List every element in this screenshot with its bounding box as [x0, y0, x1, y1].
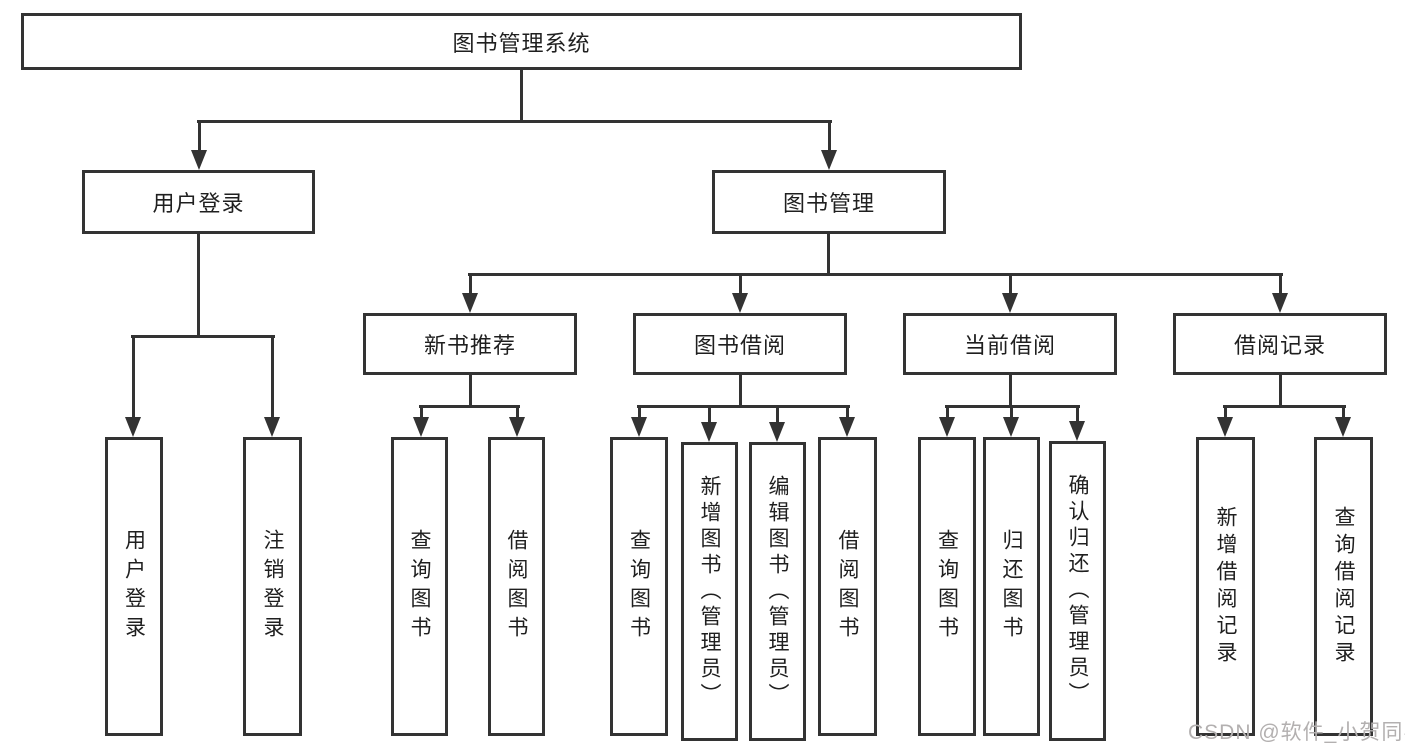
leaf-edit-book-admin: 编辑图书（管理员） — [749, 442, 806, 741]
leaf-query-book-current: 查询图书 — [918, 437, 976, 736]
leaf-add-book-admin: 新增图书（管理员） — [681, 442, 738, 741]
leaf-add-borrow-record-label: 新增借阅记录 — [1214, 505, 1237, 668]
arrow-to-book-borrow — [732, 273, 748, 313]
arrow-to-new-book-recommend — [462, 273, 478, 313]
node-current-borrow-label: 当前借阅 — [963, 333, 1056, 358]
connector-borrow-records-split — [1223, 405, 1346, 408]
connector-book-borrow-stub — [739, 373, 742, 408]
leaf-user-login-label: 用户登录 — [122, 528, 146, 645]
node-current-borrow: 当前借阅 — [903, 313, 1117, 375]
leaf-return-book-label: 归还图书 — [1000, 528, 1023, 645]
connector-current-borrow-split — [945, 405, 1080, 408]
leaf-user-login: 用户登录 — [105, 437, 163, 736]
leaf-query-borrow-record: 查询借阅记录 — [1314, 437, 1373, 736]
arrow-to-confirm-return-admin — [1069, 405, 1085, 441]
arrow-to-add-book-admin — [701, 405, 717, 442]
connector-root-stub — [520, 69, 523, 123]
connector-level3-split — [468, 273, 1283, 276]
arrow-to-return-book — [1003, 405, 1019, 437]
arrow-to-edit-book-admin — [769, 405, 785, 442]
arrow-to-borrow-records — [1272, 273, 1288, 313]
leaf-edit-book-admin-label: 编辑图书（管理员） — [766, 474, 789, 709]
node-borrow-records-label: 借阅记录 — [1233, 333, 1326, 358]
leaf-borrow-book-recommend: 借阅图书 — [488, 437, 545, 736]
leaf-return-book: 归还图书 — [983, 437, 1040, 736]
arrow-to-borrow-book-recommend — [509, 405, 525, 437]
watermark: CSDN @软件_小贺同学 — [1188, 721, 1405, 744]
arrow-to-query-book-current — [939, 405, 955, 437]
connector-new-book-recommend-stub — [469, 373, 472, 408]
connector-current-borrow-stub — [1009, 373, 1012, 408]
leaf-borrow-book-borrow-label: 借阅图书 — [836, 528, 859, 645]
leaf-borrow-book-borrow: 借阅图书 — [818, 437, 877, 736]
arrow-to-user-login — [191, 120, 207, 170]
leaf-confirm-return-admin-label: 确认归还（管理员） — [1066, 474, 1089, 708]
leaf-add-book-admin-label: 新增图书（管理员） — [698, 474, 721, 709]
node-new-book-recommend-label: 新书推荐 — [423, 333, 516, 358]
node-book-borrow-label: 图书借阅 — [693, 333, 786, 358]
leaf-query-book-borrow: 查询图书 — [610, 437, 668, 736]
node-book-management: 图书管理 — [712, 170, 946, 234]
connector-user-login-split — [131, 335, 275, 338]
node-user-login: 用户登录 — [82, 170, 315, 234]
leaf-query-book-current-label: 查询图书 — [935, 528, 959, 645]
connector-level2-split — [197, 120, 832, 123]
arrow-to-add-borrow-record — [1217, 405, 1233, 437]
arrow-to-borrow-book-borrow — [839, 405, 855, 437]
leaf-query-borrow-record-label: 查询借阅记录 — [1332, 505, 1355, 668]
node-new-book-recommend: 新书推荐 — [363, 313, 577, 375]
node-book-borrow: 图书借阅 — [633, 313, 847, 375]
arrow-to-query-book-borrow — [631, 405, 647, 437]
leaf-query-book-recommend-label: 查询图书 — [408, 528, 431, 645]
leaf-query-book-borrow-label: 查询图书 — [627, 528, 651, 645]
connector-book-borrow-split — [637, 405, 850, 408]
node-user-login-label: 用户登录 — [152, 191, 245, 216]
leaf-logout: 注销登录 — [243, 437, 302, 736]
connector-book-management-stub — [827, 234, 830, 276]
arrow-to-leaf-logout — [264, 335, 280, 437]
node-borrow-records: 借阅记录 — [1173, 313, 1387, 375]
leaf-add-borrow-record: 新增借阅记录 — [1196, 437, 1255, 736]
leaf-query-book-recommend: 查询图书 — [391, 437, 448, 736]
node-book-management-label: 图书管理 — [782, 191, 875, 216]
leaf-confirm-return-admin: 确认归还（管理员） — [1049, 441, 1106, 741]
leaf-logout-label: 注销登录 — [261, 528, 284, 645]
leaf-borrow-book-recommend-label: 借阅图书 — [505, 528, 528, 645]
arrow-to-current-borrow — [1002, 273, 1018, 313]
arrow-to-query-book-recommend — [413, 405, 429, 437]
connector-user-login-stub — [197, 233, 200, 338]
connector-borrow-records-stub — [1279, 373, 1282, 408]
node-root: 图书管理系统 — [21, 13, 1022, 70]
arrow-to-leaf-user-login — [125, 335, 141, 437]
arrow-to-book-management — [821, 120, 837, 170]
node-root-label: 图书管理系统 — [452, 30, 591, 56]
arrow-to-query-borrow-record — [1335, 405, 1351, 437]
connector-new-book-recommend-split — [419, 405, 520, 408]
